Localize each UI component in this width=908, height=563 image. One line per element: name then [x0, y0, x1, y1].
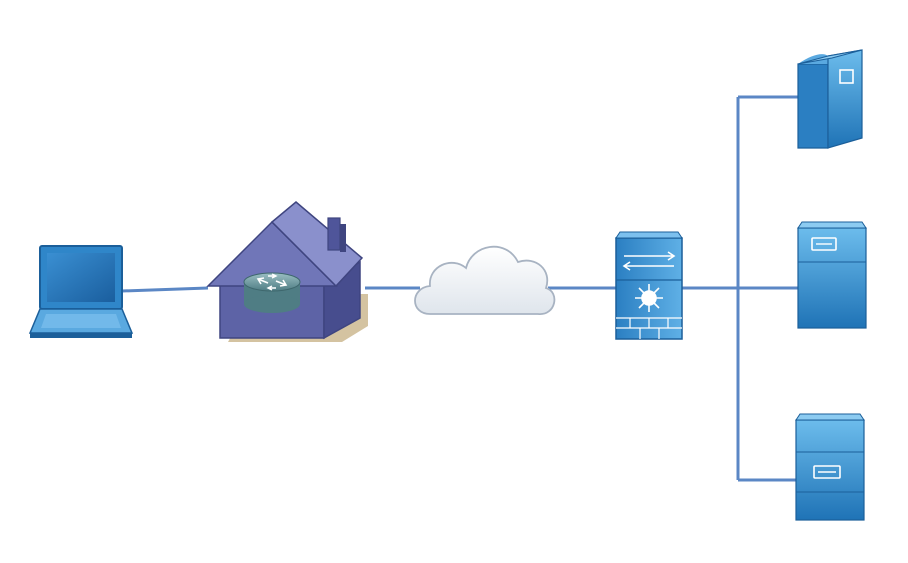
link-laptop-home-router: [121, 286, 209, 293]
multilayer-star-icon: [635, 284, 663, 312]
server-icon-middle[interactable]: [797, 221, 867, 329]
server-icon-bottom[interactable]: [795, 413, 865, 521]
multilayer-switch-firewall-icon[interactable]: [615, 231, 683, 340]
switch-arrows-icon: [622, 251, 676, 271]
home-router-icon[interactable]: [206, 201, 368, 342]
firewall-bricks-icon: [616, 317, 682, 339]
server-tower-icon[interactable]: [797, 49, 863, 149]
router-icon: [243, 272, 301, 313]
laptop-icon[interactable]: [28, 245, 134, 338]
links-layer: [121, 95, 800, 482]
cloud-icon[interactable]: [414, 245, 556, 315]
